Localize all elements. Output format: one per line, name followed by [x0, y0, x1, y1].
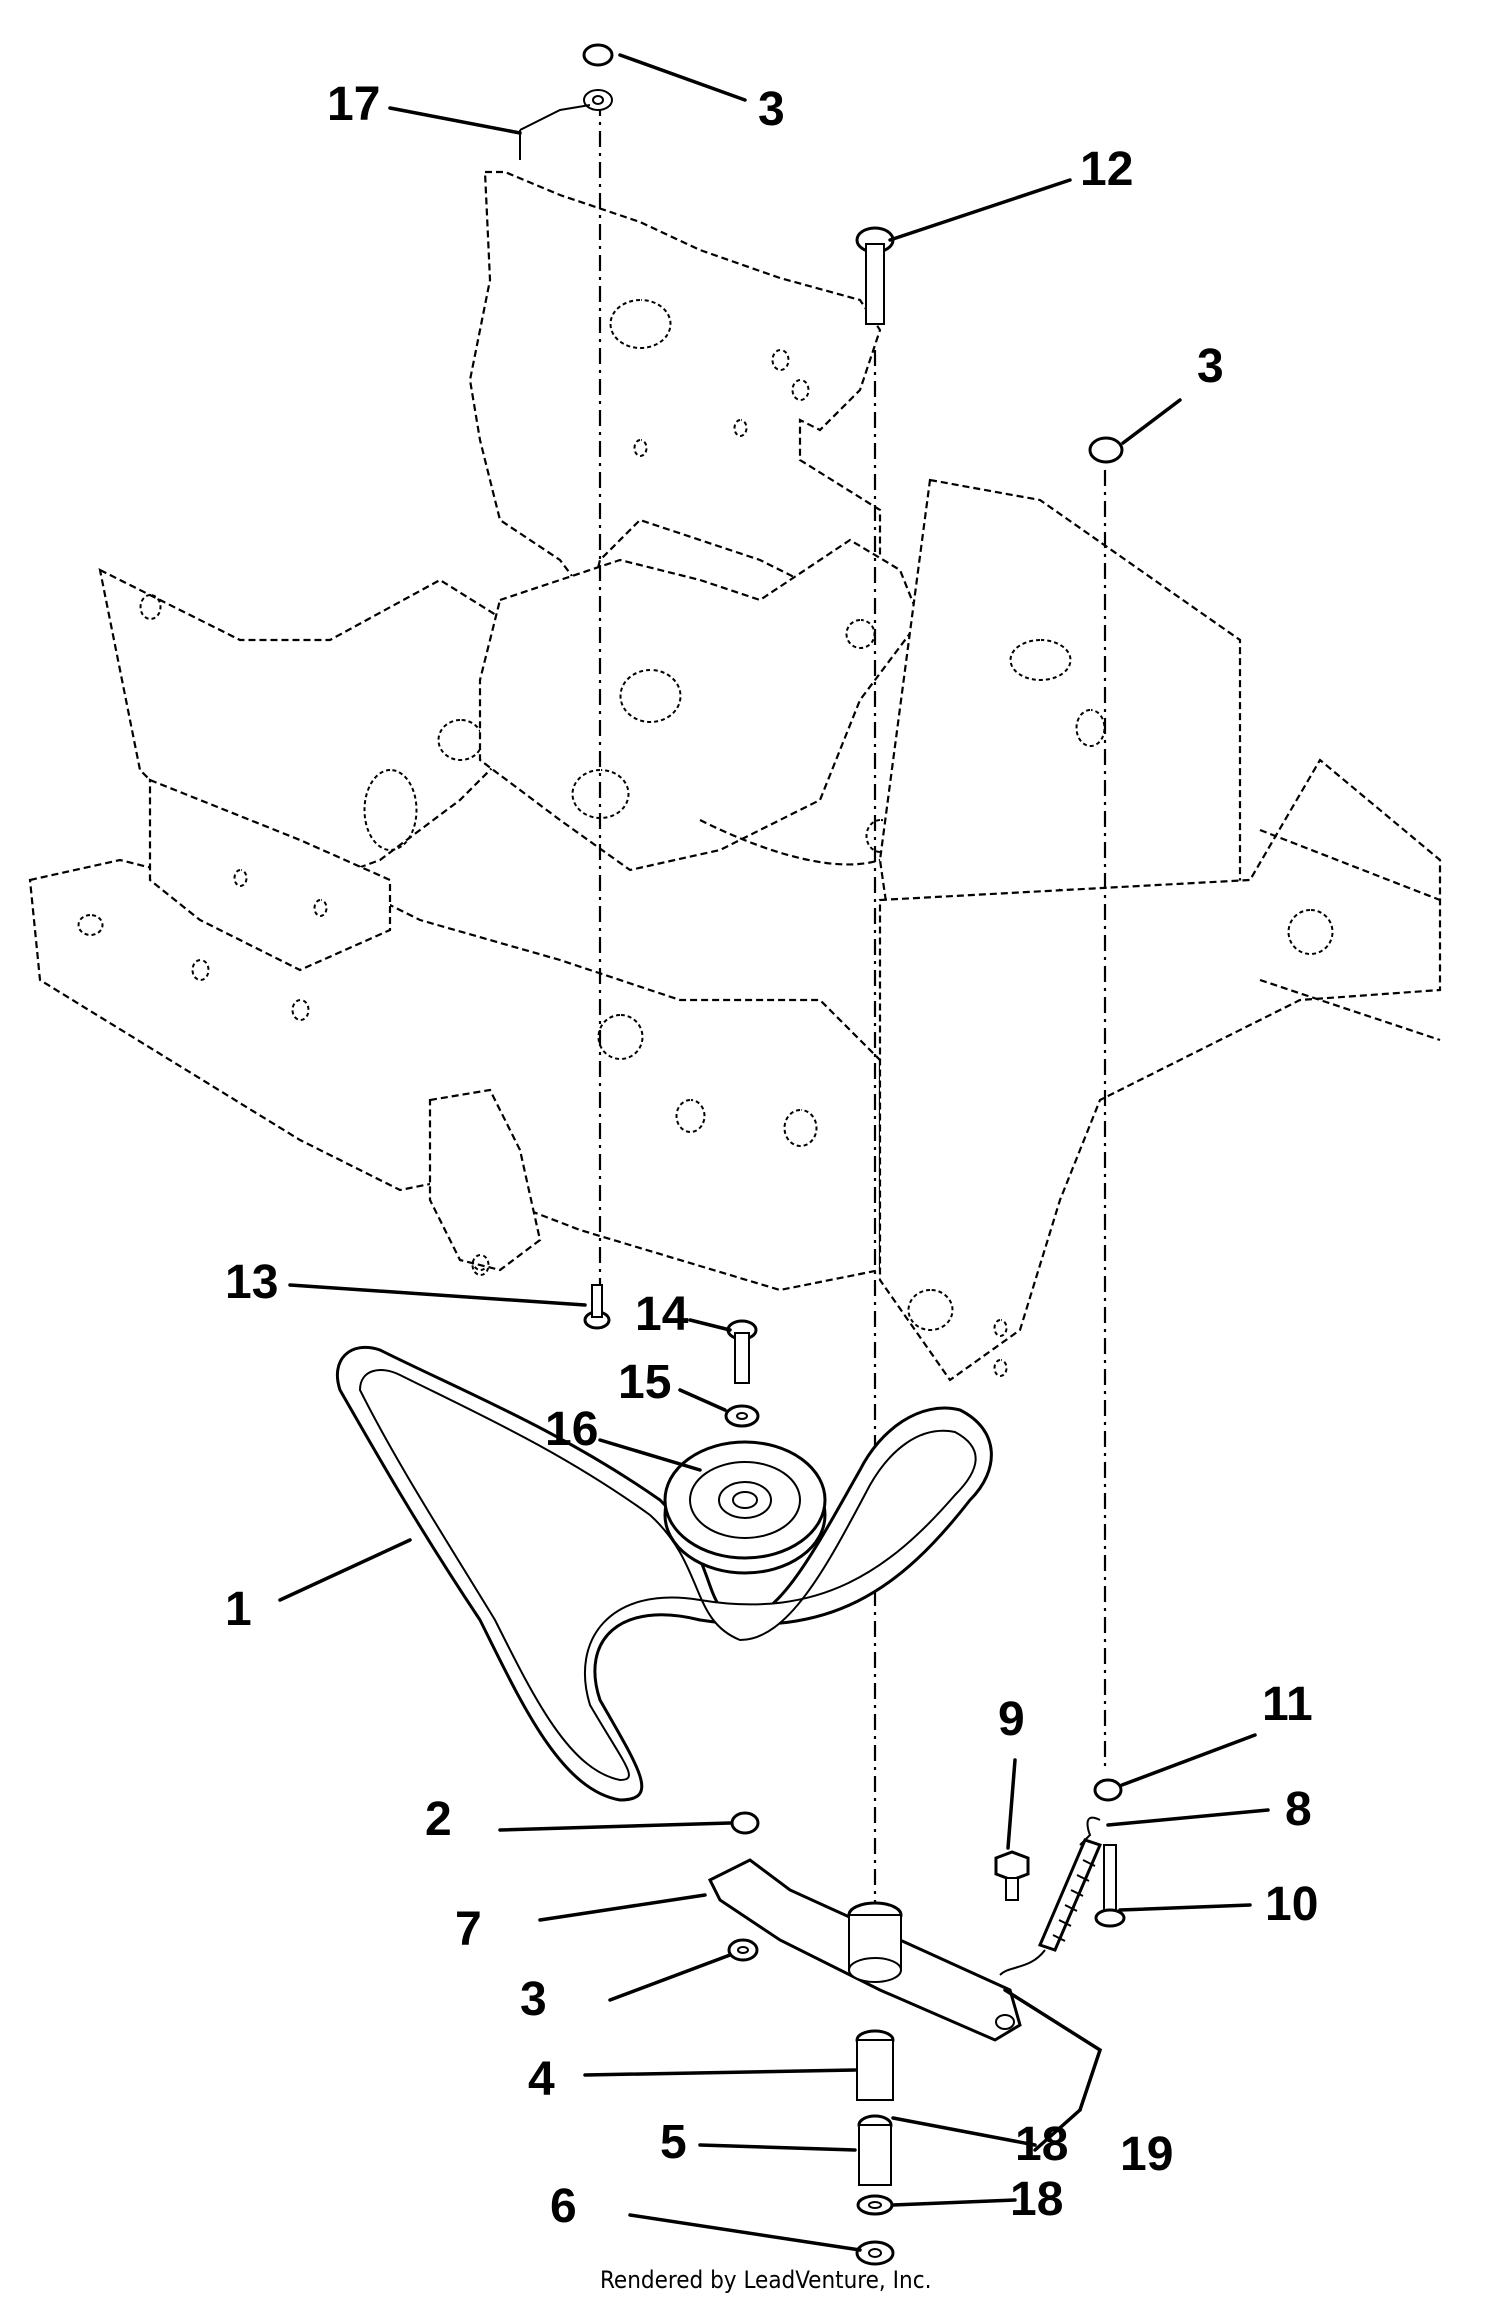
part-nut-2	[730, 1811, 760, 1835]
callout-18-upper: 18	[1015, 2118, 1068, 2171]
callout-17: 17	[327, 78, 380, 131]
callout-8: 8	[1285, 1783, 1312, 1836]
part-bolt-10	[1094, 1844, 1126, 1928]
callout-13: 13	[225, 1256, 278, 1309]
assembly-lines	[598, 100, 1107, 1920]
part-spring	[999, 1816, 1103, 1976]
part-drive-belt	[335, 1345, 993, 1802]
callout-4: 4	[528, 2053, 555, 2106]
callout-16: 16	[545, 1403, 598, 1456]
part-idler-arm	[707, 1858, 1022, 2042]
callout-3-right: 3	[1197, 340, 1224, 393]
leader-lines	[278, 53, 1270, 2252]
part-bolt-9	[994, 1850, 1030, 1901]
part-bushing-5	[857, 2114, 893, 2186]
callout-7: 7	[455, 1903, 482, 1956]
part-nut-top	[582, 43, 614, 111]
callout-9: 9	[998, 1693, 1025, 1746]
part-idler-pulley	[663, 1440, 827, 1575]
callout-11: 11	[1262, 1678, 1313, 1731]
callout-14: 14	[635, 1288, 689, 1341]
callout-1: 1	[225, 1583, 252, 1636]
part-washer-bottom	[727, 1938, 759, 1962]
footer-credit: Rendered by LeadVenture, Inc.	[600, 2266, 931, 2294]
part-nut-6	[855, 2240, 895, 2266]
part-nut-11	[1093, 1778, 1123, 1802]
frame-assembly	[28, 170, 1442, 1382]
callout-labels: 17 3 12 3 13 14 15 16 1 9 11 2 8 7 10 3 …	[225, 78, 1318, 2233]
callout-6: 6	[550, 2180, 577, 2233]
part-pivot-pin	[855, 226, 895, 325]
part-spacer-4	[855, 2029, 895, 2101]
callout-10: 10	[1265, 1878, 1318, 1931]
part-nut-right	[1088, 436, 1124, 464]
part-washer-15	[724, 1404, 760, 1428]
callout-12: 12	[1080, 143, 1133, 196]
part-washer-18	[856, 2194, 894, 2216]
callout-5: 5	[660, 2116, 687, 2169]
part-clip	[519, 104, 591, 160]
callout-15: 15	[618, 1356, 671, 1409]
callout-3-top: 3	[758, 83, 785, 136]
part-bolt-13	[583, 1284, 611, 1330]
callout-19: 19	[1120, 2128, 1173, 2181]
callout-18-lower: 18	[1010, 2173, 1063, 2226]
callout-3-bottom: 3	[520, 1973, 547, 2026]
callout-2: 2	[425, 1793, 452, 1846]
part-bolt-14	[726, 1319, 758, 1384]
